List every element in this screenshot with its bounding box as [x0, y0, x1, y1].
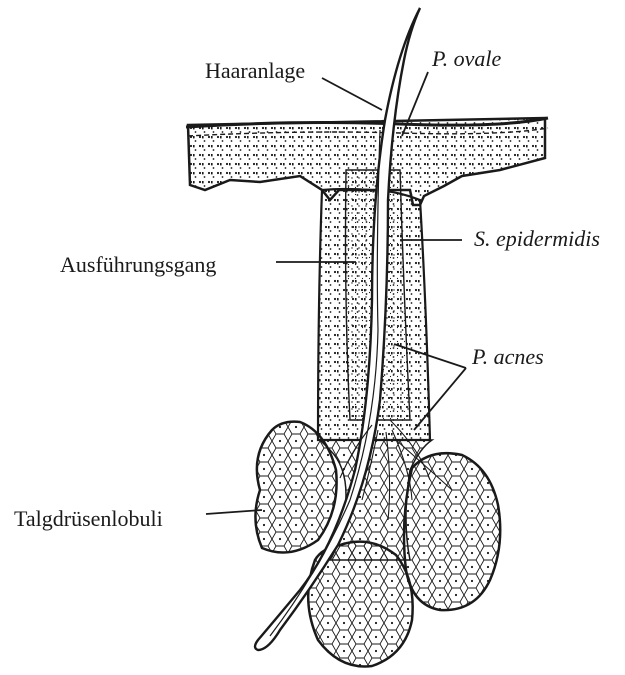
- leader-haaranlage: [322, 78, 382, 110]
- lobule-right: [404, 453, 500, 610]
- label-p-ovale: P. ovale: [432, 48, 501, 70]
- label-haaranlage: Haaranlage: [205, 60, 305, 82]
- label-p-acnes: P. acnes: [472, 346, 544, 368]
- label-talgdruesenlobuli: Talgdrüsenlobuli: [14, 508, 163, 530]
- label-ausfuehrungsgang: Ausführungsgang: [60, 254, 216, 276]
- leader-talgdruesenlobuli: [206, 510, 262, 514]
- sebaceous-lobules: [255, 422, 500, 667]
- label-s-epidermidis: S. epidermidis: [474, 228, 600, 250]
